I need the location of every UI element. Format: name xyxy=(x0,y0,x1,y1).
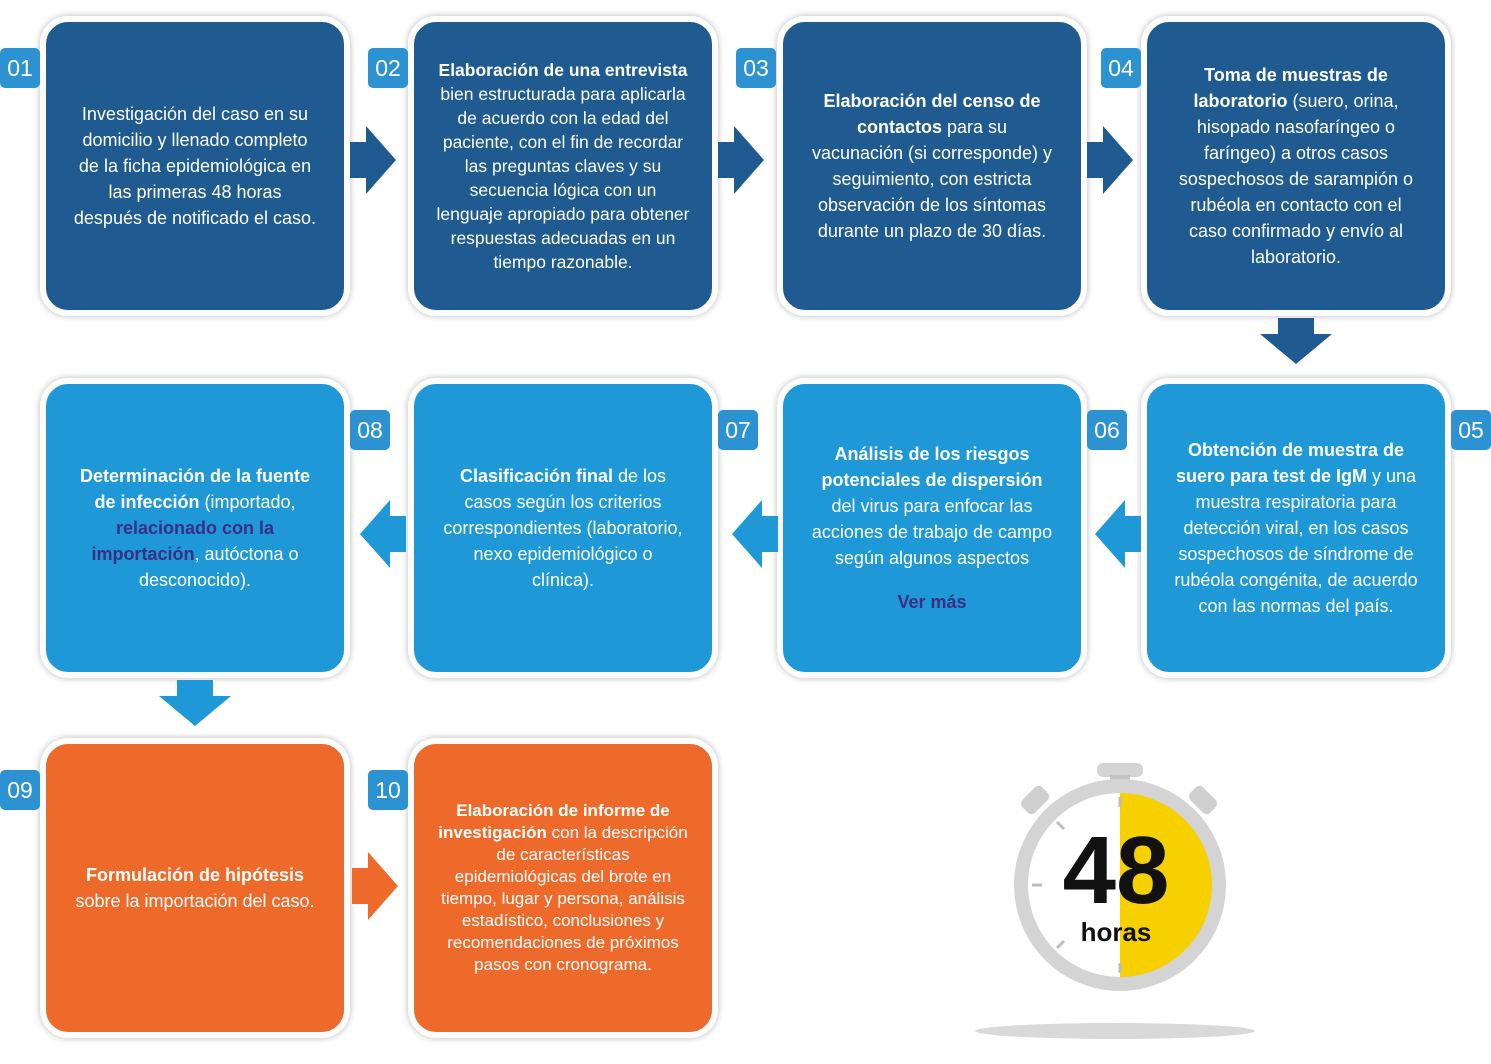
step-07-bold: Clasificación final xyxy=(459,466,613,486)
arrow-right-icon xyxy=(352,852,398,920)
step-09-text: sobre la importación del caso. xyxy=(75,891,315,911)
step-06-bold: Análisis de los riesgos potenciales de d… xyxy=(821,444,1043,490)
timer-value: 48 xyxy=(1063,817,1170,924)
step-06-text: del virus para enfocar las acciones de t… xyxy=(811,496,1053,568)
step-08-bold: Determinación de la fuente de infección xyxy=(79,466,311,512)
step-03-badge: 03 xyxy=(736,48,776,88)
step-02-text: bien estructurada para aplicarla de acue… xyxy=(436,84,690,272)
step-10-badge: 10 xyxy=(368,770,408,810)
step-02-card: Elaboración de una entrevista bien estru… xyxy=(408,16,718,316)
arrow-left-icon xyxy=(732,500,778,568)
arrow-right-icon xyxy=(350,126,396,194)
step-08-text-end: , autóctona o desconocido). xyxy=(138,544,299,590)
stopwatch-icon: 48 horas xyxy=(975,763,1255,1039)
step-03-text: para su vacunación (si corresponde) y se… xyxy=(811,117,1053,241)
step-10-card: Elaboración de informe de investigación … xyxy=(408,738,718,1038)
step-07-card: Clasificación final de los casos según l… xyxy=(408,378,718,678)
step-09-badge: 09 xyxy=(0,770,40,810)
arrow-left-icon xyxy=(360,500,406,568)
step-09-bold: Formulación de hipótesis xyxy=(85,865,305,885)
ver-mas-link[interactable]: Ver más xyxy=(897,592,967,612)
step-04-card: Toma de muestras de laboratorio (suero, … xyxy=(1141,16,1451,316)
arrow-down-icon xyxy=(159,680,231,726)
step-04-bold: Toma de muestras de laboratorio xyxy=(1193,65,1388,111)
step-01-card: Investigación del caso en su domicilio y… xyxy=(40,16,350,316)
step-08-card: Determinación de la fuente de infección … xyxy=(40,378,350,678)
step-05-badge: 05 xyxy=(1451,410,1491,450)
step-06-card: Análisis de los riesgos potenciales de d… xyxy=(777,378,1087,678)
step-04-text: (suero, orina, hisopado nasofaríngeo o f… xyxy=(1178,91,1414,267)
step-08-highlight: relacionado con la importación xyxy=(91,518,275,564)
step-09-card: Formulación de hipótesis sobre la import… xyxy=(40,738,350,1038)
step-03-card: Elaboración del censo de contactos para … xyxy=(777,16,1087,316)
step-07-text: de los casos según los criterios corresp… xyxy=(443,466,683,590)
arrow-down-icon xyxy=(1260,318,1332,364)
step-10-text: con la descripción de características ep… xyxy=(441,823,688,974)
arrow-right-icon xyxy=(718,126,764,194)
arrow-right-icon xyxy=(1087,126,1133,194)
timer-unit: horas xyxy=(1081,917,1152,947)
step-05-card: Obtención de muestra de suero para test … xyxy=(1141,378,1451,678)
step-01-text: Investigación del caso en su domicilio y… xyxy=(73,104,317,228)
step-02-bold: Elaboración de una entrevista xyxy=(438,60,688,80)
step-05-text: y una muestra respiratoria para detecció… xyxy=(1174,466,1418,616)
step-05-bold: Obtención de muestra de suero para test … xyxy=(1175,440,1405,486)
step-02-badge: 02 xyxy=(368,48,408,88)
step-04-badge: 04 xyxy=(1101,48,1141,88)
step-08-badge: 08 xyxy=(350,410,390,450)
step-06-badge: 06 xyxy=(1087,410,1127,450)
step-07-badge: 07 xyxy=(718,410,758,450)
step-08-text: (importado, xyxy=(199,492,296,512)
step-01-badge: 01 xyxy=(0,48,40,88)
step-10-bold: Elaboración de informe de investigación xyxy=(438,801,670,842)
step-03-bold: Elaboración del censo de contactos xyxy=(823,91,1041,137)
arrow-left-icon xyxy=(1095,500,1141,568)
